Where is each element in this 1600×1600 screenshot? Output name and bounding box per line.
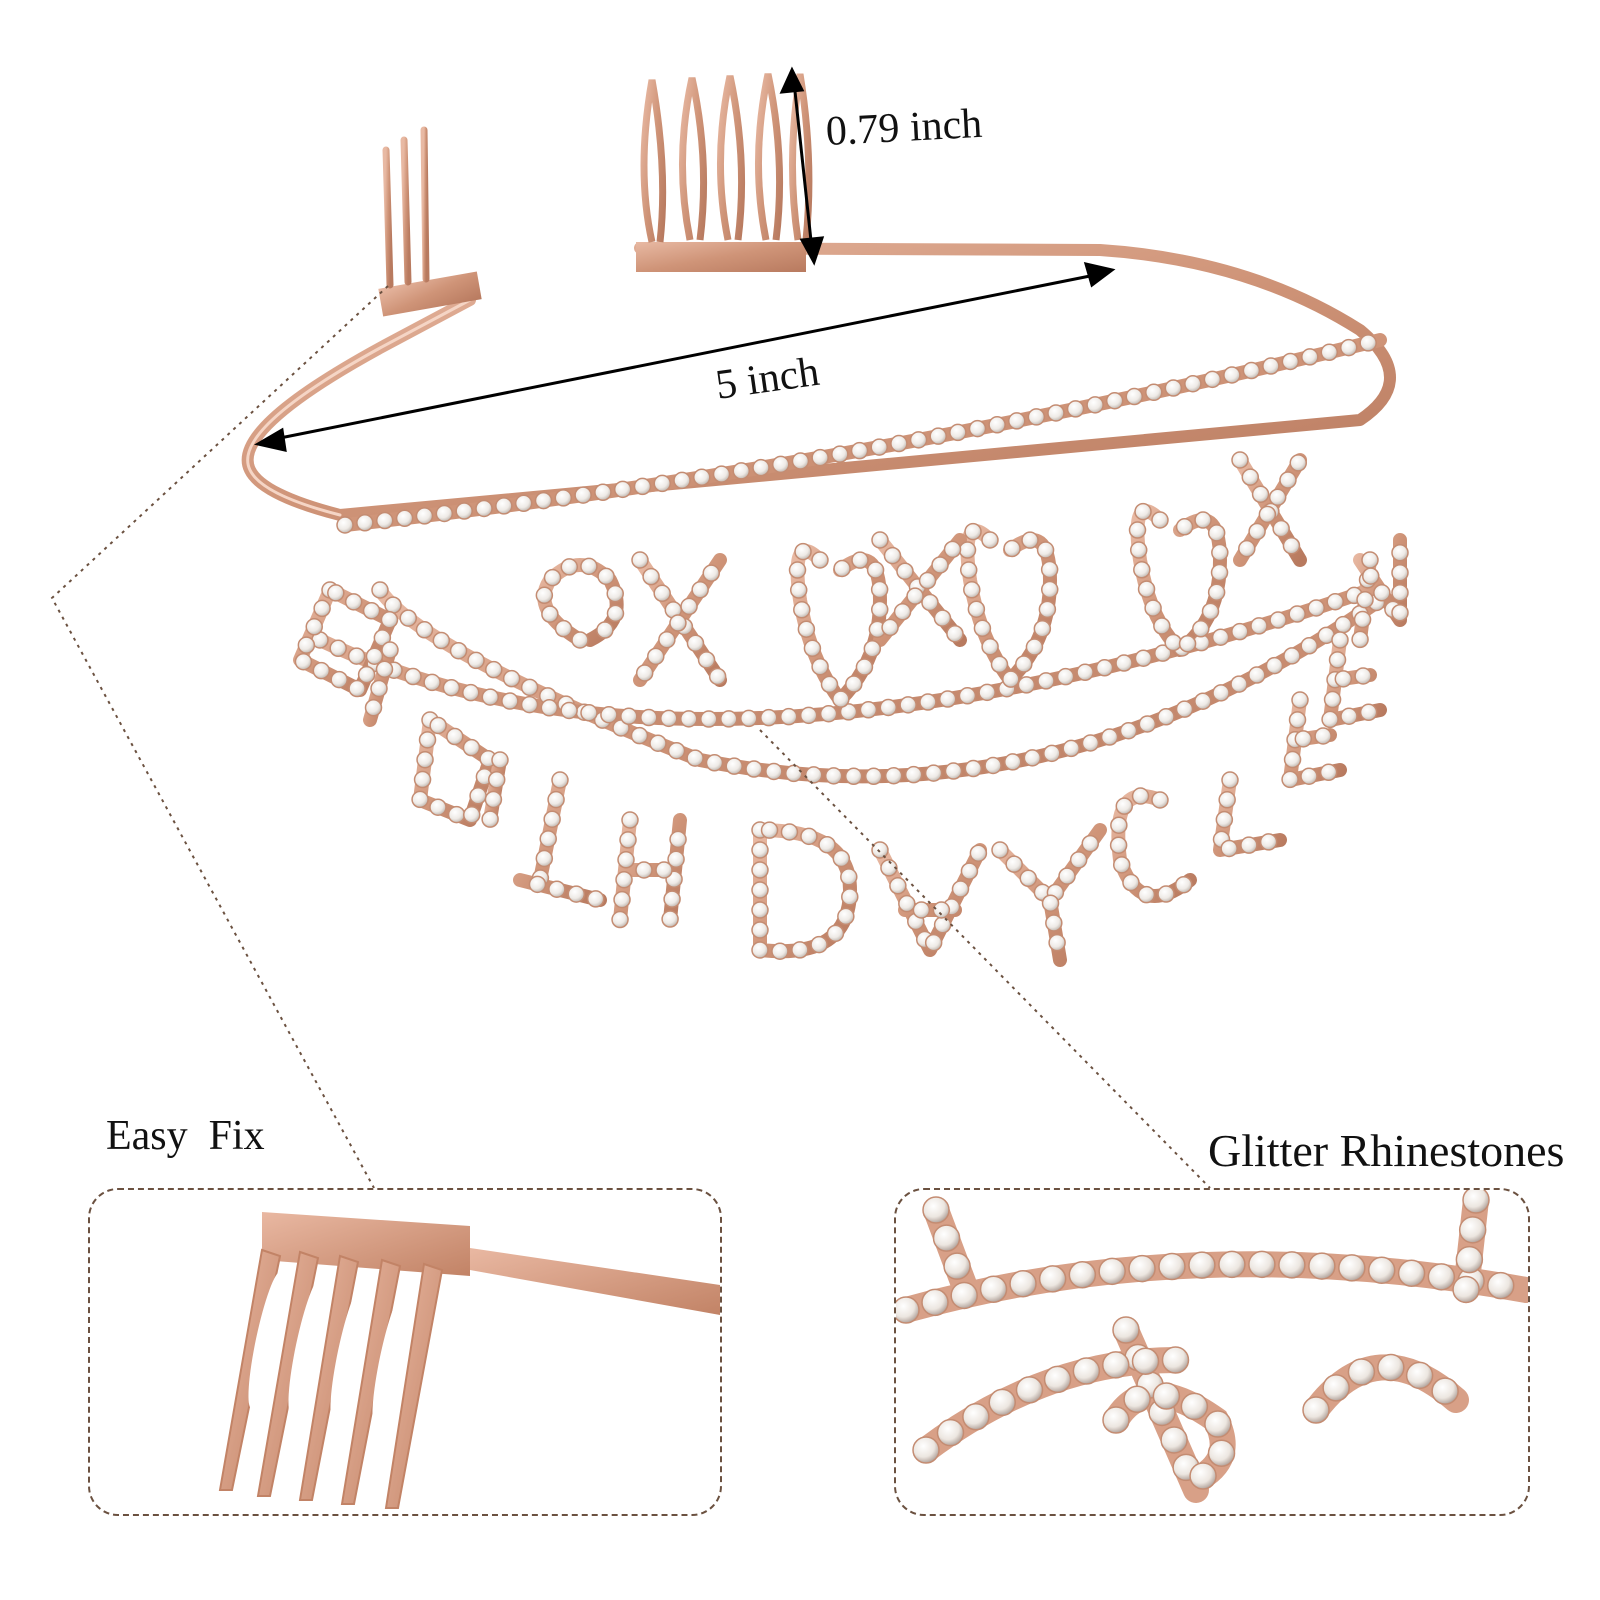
height-arrow — [779, 66, 825, 266]
comb-icon — [218, 1212, 720, 1509]
comb-detail-inset — [88, 1188, 722, 1516]
width-arrow — [253, 261, 1116, 452]
leader-line-right — [759, 729, 1211, 1189]
rhinestone-closeup — [896, 1190, 1528, 1503]
height-label: 0.79 inch — [824, 100, 984, 155]
glitter-rhinestones-label: Glitter Rhinestones — [1208, 1125, 1565, 1176]
leader-line-left — [50, 285, 389, 1189]
rhinestone-icon — [294, 334, 1409, 960]
right-comb-icon — [636, 73, 813, 272]
easy-fix-label: Easy Fix — [106, 1113, 265, 1159]
rhinestone-detail-inset — [894, 1188, 1530, 1516]
left-comb-icon — [378, 118, 482, 317]
